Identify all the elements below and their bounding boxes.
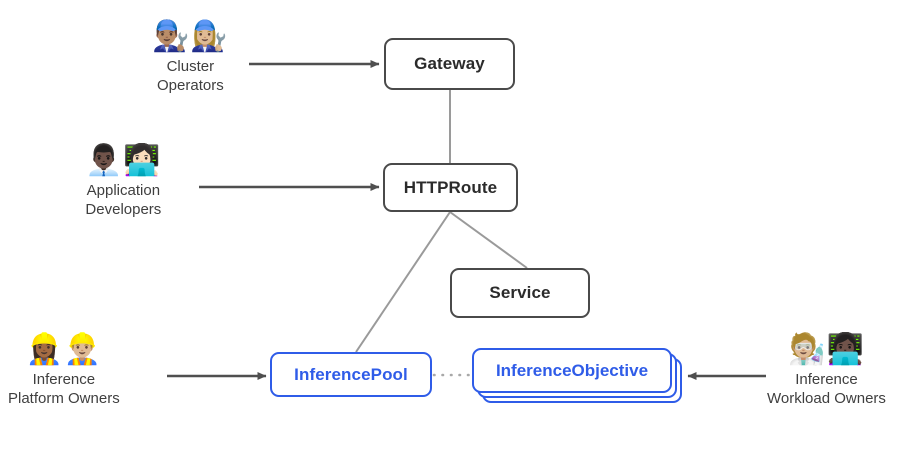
- application-developers-caption: Application Developers: [85, 181, 161, 219]
- node-inferencepool-label: InferencePool: [294, 364, 408, 384]
- inference-workload-owners-caption: Inference Workload Owners: [767, 370, 886, 408]
- application-developers-caption-line2: Developers: [85, 201, 162, 218]
- inference-platform-owners-caption-line1: Inference: [32, 371, 96, 388]
- inference-platform-owners-avatars: 👷🏾‍♀️👷🏼‍♂️: [25, 333, 103, 366]
- node-inferencepool[interactable]: InferencePool: [270, 352, 432, 397]
- persona-inference-platform-owners: 👷🏾‍♀️👷🏼‍♂️ Inference Platform Owners: [8, 333, 120, 408]
- node-httproute-label: HTTPRoute: [403, 177, 498, 197]
- node-service-label: Service: [489, 283, 551, 302]
- inference-platform-owners-caption: Inference Platform Owners: [8, 370, 120, 408]
- persona-application-developers: 👨🏿‍💼👩🏻‍💻 Application Developers: [85, 144, 162, 219]
- persona-inference-workload-owners: 🧑🏼‍🔬👩🏿‍💻 Inference Workload Owners: [767, 333, 886, 408]
- inference-platform-owners-caption-line2: Platform Owners: [8, 390, 120, 407]
- node-inferenceobjective[interactable]: InferenceObjective: [472, 348, 688, 406]
- inference-workload-owners-caption-line2: Workload Owners: [767, 390, 886, 407]
- persona-cluster-operators: 👨🏽‍🔧👩🏼‍🔧 Cluster Operators: [152, 20, 229, 95]
- cluster-operators-avatars: 👨🏽‍🔧👩🏼‍🔧: [152, 20, 229, 53]
- application-developers-caption-line1: Application: [86, 182, 161, 199]
- connector-httproute-inferencepool: [355, 211, 451, 353]
- inference-workload-owners-avatars: 🧑🏼‍🔬👩🏿‍💻: [788, 333, 865, 366]
- inferenceobjective-stack-layer-front: InferenceObjective: [472, 348, 672, 393]
- node-gateway-label: Gateway: [414, 54, 485, 73]
- node-inferenceobjective-label: InferenceObjective: [495, 360, 649, 380]
- application-developers-avatars: 👨🏿‍💼👩🏻‍💻: [85, 144, 162, 177]
- node-httproute[interactable]: HTTPRoute: [383, 163, 518, 212]
- cluster-operators-caption: Cluster Operators: [157, 57, 224, 95]
- node-gateway[interactable]: Gateway: [384, 38, 515, 90]
- inference-workload-owners-caption-line1: Inference: [795, 371, 858, 388]
- cluster-operators-caption-line2: Operators: [157, 77, 224, 94]
- cluster-operators-caption-line1: Cluster: [166, 58, 215, 75]
- node-service[interactable]: Service: [450, 268, 590, 318]
- connector-httproute-service: [449, 211, 528, 269]
